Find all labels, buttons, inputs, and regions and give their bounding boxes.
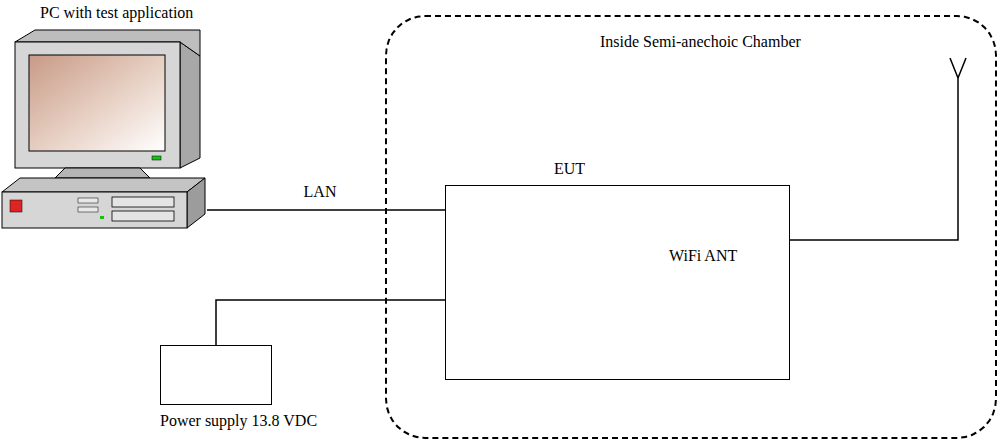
cable-line	[216, 300, 445, 345]
antenna-arm	[950, 58, 958, 78]
node-caption: PC with test application	[40, 4, 193, 22]
eut-box: EUTWiFi ANT	[445, 185, 790, 380]
antenna	[790, 58, 966, 240]
drive-bay	[112, 211, 174, 221]
port-label: WiFi ANT	[669, 247, 737, 265]
box-caption: Power supply 13.8 VDC	[160, 412, 317, 430]
cpu-side	[187, 178, 205, 228]
antenna-arm	[958, 58, 966, 78]
region-title: Inside Semi-anechoic Chamber	[600, 33, 801, 51]
monitor-stand	[55, 168, 150, 178]
front-button	[78, 207, 98, 212]
cable-line	[207, 209, 445, 211]
monitor-bezel	[15, 42, 180, 168]
pc-illustration	[2, 30, 205, 228]
chamber-region: Inside Semi-anechoic ChamberEUTWiFi ANT	[385, 15, 997, 439]
box-heading: EUT	[554, 160, 585, 178]
antenna-wire	[790, 78, 958, 240]
power-supply-box: Power supply 13.8 VDC	[160, 345, 272, 405]
cpu-front	[2, 192, 187, 228]
cable-label: LAN	[302, 183, 339, 201]
monitor-led	[152, 156, 161, 160]
power-button	[10, 200, 22, 212]
drive-led	[100, 216, 104, 219]
cpu-top	[2, 178, 205, 192]
front-button	[78, 198, 98, 203]
drive-bay	[112, 197, 174, 207]
pc-node: PC with test application	[0, 0, 207, 230]
monitor-screen	[29, 55, 165, 151]
monitor-side	[180, 42, 200, 168]
